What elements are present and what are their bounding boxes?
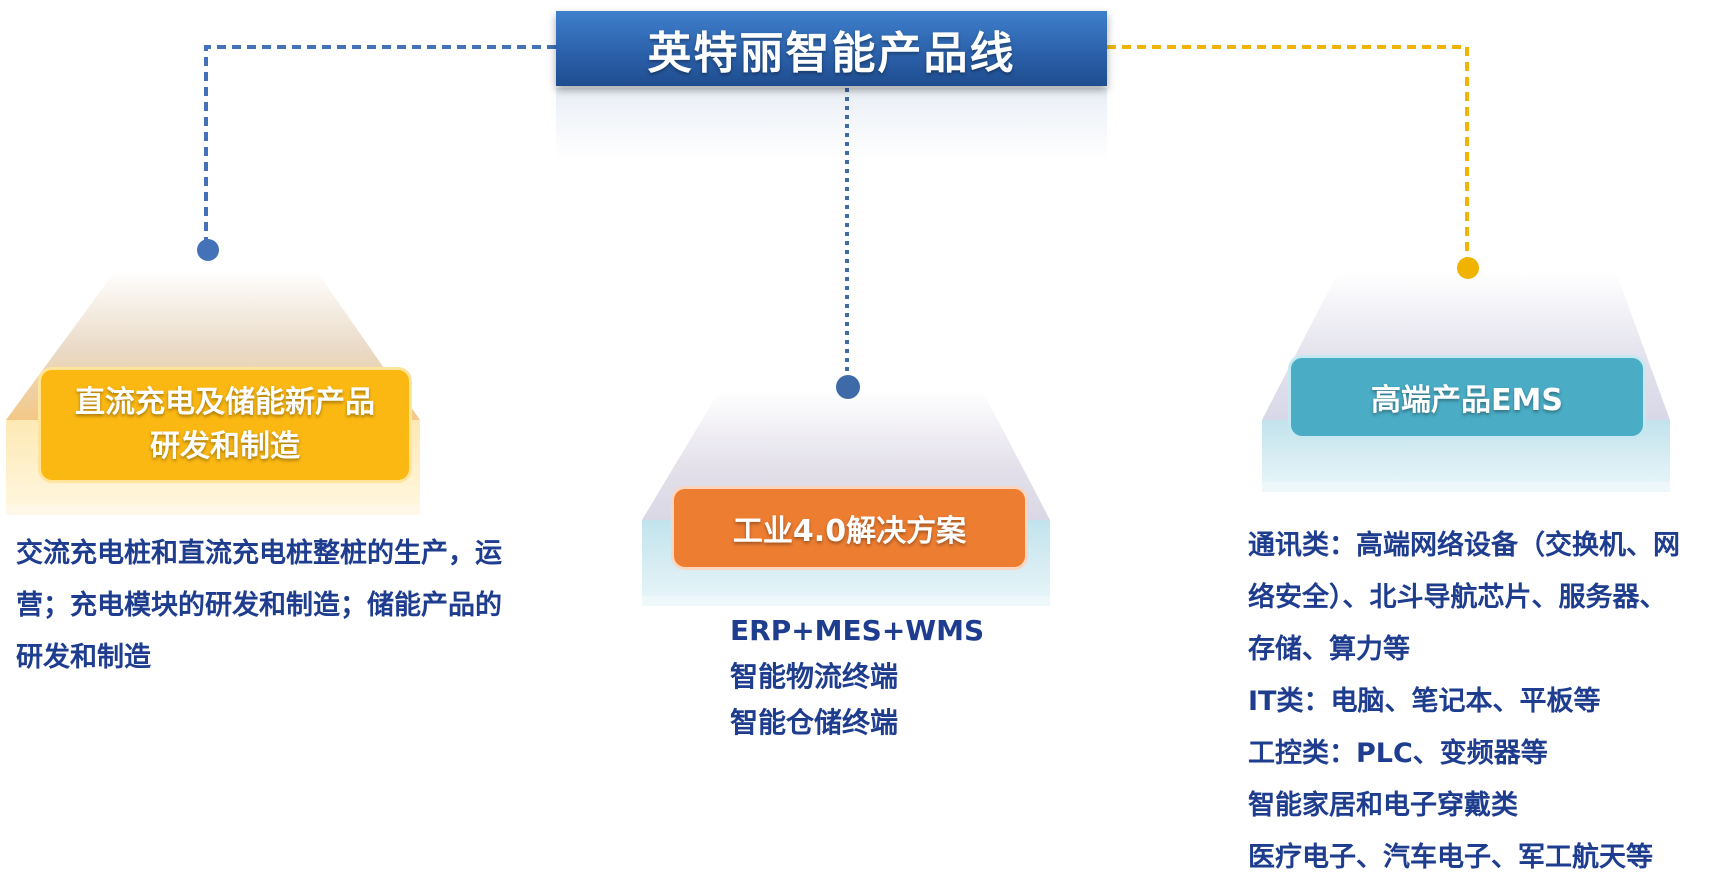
branch-label-left-line1: 直流充电及储能新产品	[75, 385, 375, 420]
branch-description-right: 通讯类：高端网络设备（交换机、网 络安全）、北斗导航芯片、服务器、 存储、算力等…	[1248, 520, 1728, 884]
branch-description-middle: ERP+MES+WMS 智能物流终端 智能仓储终端	[730, 608, 1130, 746]
branch-label-left: 直流充电及储能新产品 研发和制造	[38, 367, 412, 483]
connector-dot-left	[197, 239, 219, 261]
list-item: 智能物流终端	[730, 660, 899, 693]
page-title-text: 英特丽智能产品线	[647, 27, 1016, 79]
list-item: ERP+MES+WMS	[730, 614, 985, 647]
title-reflection	[556, 88, 1107, 160]
list-item: 工控类：PLC、变频器等	[1248, 738, 1548, 769]
list-item: 医疗电子、汽车电子、军工航天等	[1248, 842, 1653, 873]
connector-right	[1107, 45, 1479, 279]
branch-label-middle: 工业4.0解决方案	[671, 486, 1028, 570]
connector-left	[197, 45, 556, 261]
list-item: 通讯类：高端网络设备（交换机、网	[1248, 530, 1680, 561]
list-item: 存储、算力等	[1248, 634, 1410, 665]
list-item: 络安全）、北斗导航芯片、服务器、	[1248, 582, 1667, 613]
list-item: 智能家居和电子穿戴类	[1248, 790, 1518, 821]
page-title: 英特丽智能产品线	[556, 11, 1107, 86]
connector-dot-middle	[836, 375, 860, 399]
branch-description-left: 交流充电桩和直流充电桩整桩的生产，运营；充电模块的研发和制造；储能产品的研发和制…	[16, 538, 502, 673]
branch-label-middle-text: 工业4.0解决方案	[732, 514, 967, 549]
branch-label-right-text: 高端产品EMS	[1371, 383, 1563, 418]
list-item: 智能仓储终端	[730, 706, 899, 739]
list-item: IT类：电脑、笔记本、平板等	[1248, 686, 1601, 717]
branch-label-left-line2: 研发和制造	[150, 429, 300, 464]
connector-middle	[836, 88, 860, 399]
branch-label-right: 高端产品EMS	[1288, 355, 1646, 439]
connector-dot-right	[1457, 257, 1479, 279]
